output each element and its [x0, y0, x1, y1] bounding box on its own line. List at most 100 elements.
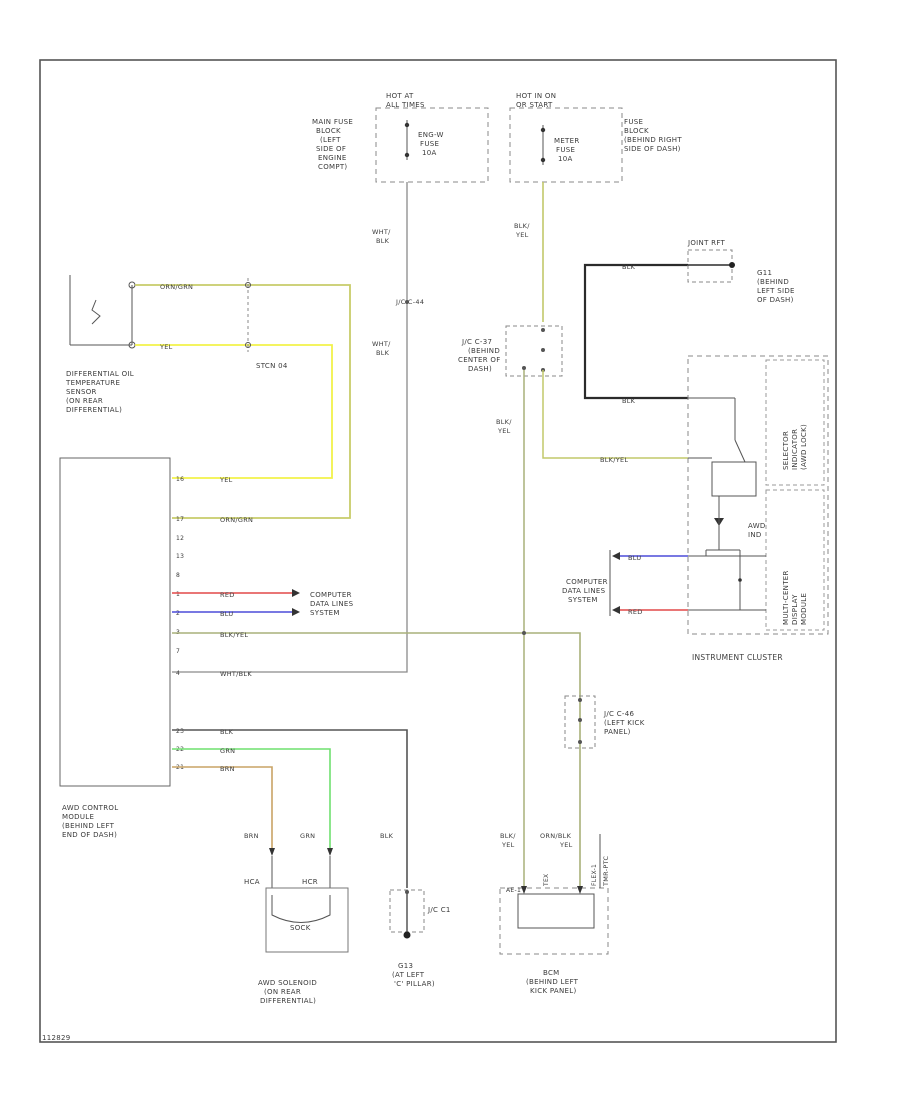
diff-sensor-label-2: TEMPERATURE: [65, 379, 120, 387]
awd-solenoid: HCA HCR SOCK AWD SOLENOID (ON REAR DIFFE…: [244, 848, 349, 1005]
g11-label-2: (BEHIND: [757, 278, 789, 286]
wire-blk-ground: [583, 263, 688, 400]
wire-label-blu-module: BLU: [220, 610, 233, 618]
awd-ind-1: AWD: [748, 522, 766, 530]
jc-c46: J/C C-46 (LEFT KICK PANEL): [564, 695, 645, 749]
wire-label-orn-blk-1: ORN/BLK: [540, 832, 572, 840]
wire-label-orn-grn: ORN/GRN: [160, 283, 193, 291]
wire-label-tmr: TMR-PTC: [602, 856, 610, 887]
wire-label-blu-cluster: BLU: [628, 554, 641, 562]
module-pin: 8: [176, 572, 180, 579]
selector-indicator-2: INDICATOR: [791, 429, 799, 470]
computer-data-right: BLU RED COMPUTER DATA LINES SYSTEM: [562, 550, 688, 616]
awd-module-label-4: END OF DASH): [62, 831, 117, 839]
main-fuse-name-1: MAIN FUSE: [312, 118, 353, 126]
awd-module-label-3: (BEHIND LEFT: [62, 822, 115, 830]
computer-data-right-3: SYSTEM: [568, 596, 598, 604]
jc-c46-label-2: (LEFT KICK: [604, 719, 645, 727]
computer-data-left-1: COMPUTER: [310, 591, 352, 599]
dash-fuse-name-1: FUSE: [624, 118, 643, 126]
module-pin: 23: [176, 728, 184, 735]
wire-label-blk-yel-cluster: BLK/YEL: [600, 456, 628, 464]
wire-label-blk-module: BLK: [220, 728, 234, 736]
wire-label-blk-yel-top-1: BLK/: [514, 222, 530, 230]
diff-sensor-label-4: (ON REAR: [66, 397, 103, 405]
wire-label-blk-gnd-2: BLK: [622, 397, 636, 405]
bcm-pin-a: AE-1: [506, 887, 521, 894]
awd-control-module: AWD CONTROL MODULE (BEHIND LEFT END OF D…: [59, 457, 171, 839]
dash-fuse-name-4: SIDE OF DASH): [624, 145, 681, 153]
wire-label-brn-module: BRN: [220, 765, 235, 773]
main-fuse-block: HOT AT ALL TIMES MAIN FUSE BLOCK (LEFT S…: [312, 92, 489, 183]
wire-grn-module: [172, 748, 331, 852]
selector-indicator-3: (AWD LOCK): [800, 424, 808, 470]
diff-sensor-label-1: DIFFERENTIAL OIL: [66, 370, 134, 378]
module-pin: 13: [176, 553, 184, 560]
jc-c37: J/C C-37 (BEHIND CENTER OF DASH): [458, 325, 563, 377]
computer-data-right-2: DATA LINES: [562, 587, 606, 595]
wire-label-brn-bottom: BRN: [244, 832, 259, 840]
wire-brn-module: [172, 766, 273, 852]
bcm-label-3: KICK PANEL): [530, 987, 577, 995]
computer-data-left-3: SYSTEM: [310, 609, 340, 617]
awd-solenoid-label-2: (ON REAR: [264, 988, 301, 996]
module-pin: 12: [176, 535, 184, 542]
main-fuse-state-2: ALL TIMES: [386, 101, 425, 109]
figure-id: 112829: [42, 1034, 71, 1042]
bcm-label-1: BCM: [543, 969, 560, 977]
diagram-frame: [39, 59, 837, 1043]
stcn-label: STCN 04: [256, 362, 288, 370]
awd-module-label-2: MODULE: [62, 813, 94, 821]
wire-label-wht-blk-module: WHT/BLK: [220, 670, 252, 678]
instrument-cluster: SELECTOR INDICATOR (AWD LOCK) MULTI-CENT…: [687, 355, 829, 662]
g11-ground: JOINT RFT G11 (BEHIND LEFT SIDE OF DASH): [687, 239, 795, 304]
g11-label-1: G11: [757, 269, 772, 277]
module-pin: 1: [176, 591, 180, 598]
jc-c37-label-4: DASH): [468, 365, 492, 373]
wire-label-blk-yel-module: BLK/YEL: [220, 631, 248, 639]
stcn-connector: STCN 04: [245, 278, 288, 370]
dash-fuse-state-1: HOT IN ON: [516, 92, 556, 100]
main-fuse-name-5: ENGINE: [318, 154, 347, 162]
selector-indicator-1: SELECTOR: [782, 431, 790, 470]
wire-label-wht-blk-3: WHT/: [372, 340, 391, 348]
wire-label-orn-blk-2: YEL: [559, 841, 573, 849]
g11-label-3: LEFT SIDE: [757, 287, 795, 295]
dash-fuse-state-2: OR START: [516, 101, 553, 109]
main-fuse-value-3: 10A: [422, 149, 437, 157]
dash-fuse-value-1: METER: [554, 137, 580, 145]
main-fuse-value-1: ENG-W: [418, 131, 444, 139]
dash-fuse-name-2: BLOCK: [624, 127, 649, 135]
wire-wht-blk: [172, 182, 408, 673]
g11-label-4: OF DASH): [757, 296, 794, 304]
awd-module-pins: 16 17 12 13 8 1 2 3 7 4 23 22 21: [176, 476, 184, 771]
multi-center-3: MODULE: [800, 593, 808, 625]
bcm: BLK/ YEL ORN/BLK YEL TMR-PTC AE-1 TEX FL…: [499, 832, 610, 995]
instrument-cluster-label: INSTRUMENT CLUSTER: [692, 653, 783, 662]
main-fuse-value-2: FUSE: [420, 140, 439, 148]
wire-label-grn-bottom: GRN: [300, 832, 315, 840]
dash-fuse-block: HOT IN ON OR START FUSE BLOCK (BEHIND RI…: [509, 92, 682, 183]
wire-label-blk-yel-mid-1: BLK/: [496, 418, 512, 426]
wire-label-wht-blk-2: BLK: [376, 237, 390, 245]
wire-label-red-cluster: RED: [628, 608, 643, 616]
computer-data-right-1: COMPUTER: [566, 578, 608, 586]
diff-oil-temp-sensor: DIFFERENTIAL OIL TEMPERATURE SENSOR (ON …: [65, 275, 136, 414]
wire-orn-grn-sensor: [135, 284, 351, 519]
wire-label-blk-yel-bottom-1: BLK/: [500, 832, 516, 840]
wire-label-blk-bottom: BLK: [380, 832, 394, 840]
main-fuse-name-3: (LEFT: [320, 136, 341, 144]
wire-label-blk-yel-top-2: YEL: [515, 231, 529, 239]
jc-c37-label-2: (BEHIND: [468, 347, 500, 355]
bcm-pin-c: FLEX-1: [591, 864, 598, 886]
main-fuse-name-2: BLOCK: [316, 127, 341, 135]
wire-label-yel-module: YEL: [219, 476, 233, 484]
dash-fuse-value-3: 10A: [558, 155, 573, 163]
g13-label-2: (AT LEFT: [392, 971, 425, 979]
wire-blk-module: [172, 729, 408, 888]
multi-center-1: MULTI-CENTER: [782, 570, 790, 625]
module-pin: 7: [176, 648, 180, 655]
dash-fuse-value-2: FUSE: [556, 146, 575, 154]
sol-pin-a: HCA: [244, 878, 260, 886]
